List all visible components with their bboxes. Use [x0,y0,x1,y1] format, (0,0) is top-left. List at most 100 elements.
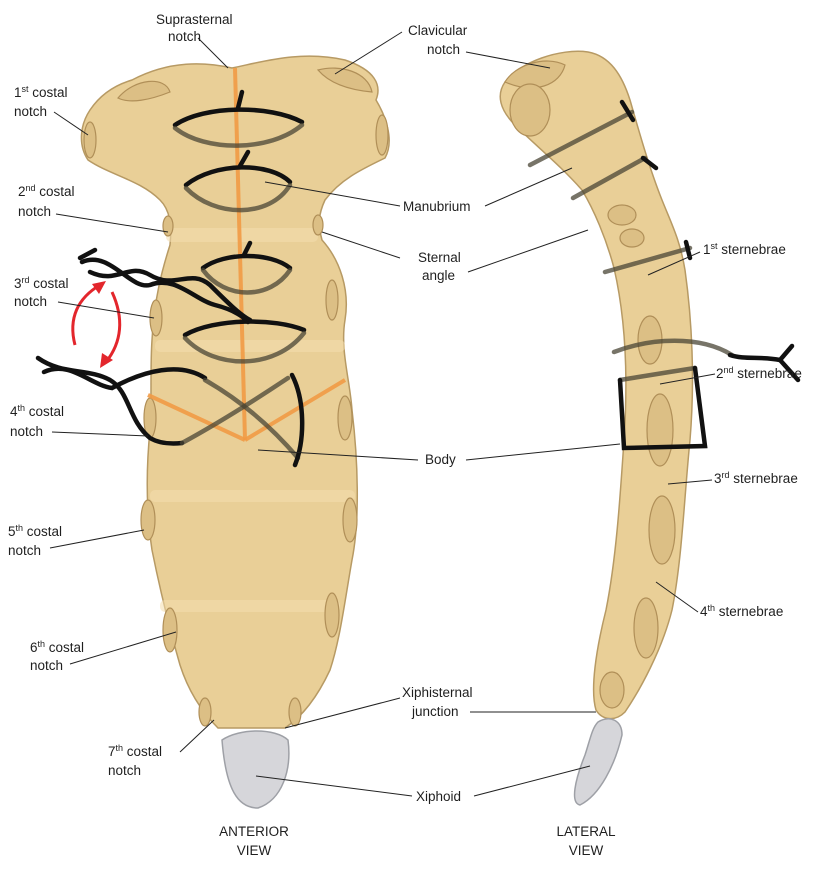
sternebra-band-3 [160,600,340,612]
rotation-arrows [71,281,122,368]
anterior-wires [35,89,307,468]
costal-notch-3-right [325,279,339,321]
lateral-wire-band-2 [570,155,648,201]
lateral-wire-band-2-tip [640,155,659,171]
label-costal4-2: notch [10,424,43,439]
label-xiphisternal: Xiphisternal [402,685,473,700]
label-sternal-angle-2: angle [422,268,455,283]
wire-twisted-upper [79,257,251,325]
lateral-wire-band-1 [527,109,635,168]
label-costal7: 7th costal [108,743,162,759]
red-arrow-up-head [92,281,106,294]
lateral-costal-facet-2 [607,204,637,226]
label-body: Body [425,452,456,467]
view-title-lateral-2: VIEW [569,843,604,858]
leader-xiphisternal-anterior [284,697,401,729]
leader-costal5 [49,529,145,549]
leader-sternal-angle-lateral [467,229,589,273]
leader-sternebrae2 [659,373,716,385]
label-sternebrae3: 3rd sternebrae [714,470,798,486]
lateral-wire-twist-end-a [777,343,795,363]
orange-oblique-left [147,393,246,442]
lateral-wire-band-1-tip [619,99,636,123]
costal-notch-1-right [375,114,389,156]
lateral-wire-box [617,365,708,451]
wire-loop-3-back [200,267,293,295]
lateral-wire-twist-end-b [777,357,801,383]
lateral-costal-facet-1 [509,83,551,137]
label-costal5-2: notch [8,543,41,558]
label-clavicular-2: notch [427,42,460,57]
leader-costal4 [51,431,149,437]
leader-sternebrae1 [647,251,701,276]
label-suprasternal: Suprasternal [156,12,233,27]
sternal-angle-band [166,228,318,242]
costal-notch-5-left [140,499,156,541]
wire-loop-3-front [200,253,293,271]
lateral-wire-band-4 [611,338,735,358]
lateral-costal-facet-7 [633,597,659,659]
costal-notch-7-right [288,697,302,727]
leader-costal2 [55,213,169,233]
clavicular-notch-right [316,67,373,93]
label-sternal-angle: Sternal [418,250,461,265]
costal-notch-6-right [324,592,340,638]
costal-notch-6-left [162,607,178,653]
leader-costal3 [57,301,155,319]
lateral-costal-facet-3 [619,228,645,248]
leader-sternal-angle-anterior [321,231,401,259]
wire-loop-2-twist [237,149,251,169]
label-costal6-2: notch [30,658,63,673]
wire-figure-eight-a [202,377,301,461]
leader-xiphoid-anterior [255,775,413,797]
label-xiphoid: Xiphoid [416,789,461,804]
leader-costal1 [53,111,89,136]
costal-notch-2-left [162,215,174,237]
view-title-lateral: LATERAL [556,824,616,839]
lateral-costal-facet-8 [599,671,625,709]
label-costal2-2: notch [18,204,51,219]
label-costal4: 4th costal [10,403,64,419]
lateral-costal-facet-5 [646,393,674,467]
costal-notch-5-right [342,497,358,543]
red-arrow-down [104,291,122,363]
lateral-sternum-outline [499,50,694,720]
xiphoid-lateral [573,718,623,806]
label-sternebrae4: 4th sternebrae [700,603,783,619]
leader-xiphoid-lateral [473,765,591,797]
wire-loop-2-back [183,182,293,213]
leader-sternebrae3 [667,479,713,485]
costal-notch-4-right [337,395,353,441]
red-arrow-down-head [100,353,113,368]
sternebra-band-2 [150,490,355,502]
wire-loop-4-back [182,330,307,364]
label-xiphisternal-2: junction [411,704,459,719]
leader-clavicular-lateral [465,51,551,69]
xiphoid-anterior [221,730,290,809]
wire-figure-eight-b [179,375,291,446]
leader-clavicular [334,31,403,75]
costal-notch-7-left [198,697,212,727]
wire-figure-eight-arc [289,372,305,468]
clavicular-notch-left [117,80,171,102]
label-sternebrae2: 2nd sternebrae [716,365,802,381]
label-costal3-2: notch [14,294,47,309]
wire-loop-3-twist [241,240,253,258]
labels: Suprasternal notch Clavicular notch 1st … [8,12,802,858]
wire-loop-1-back [172,122,305,148]
leader-costal6 [69,631,177,665]
costal-notch-3-left [149,299,163,337]
label-costal3: 3rd costal [14,275,69,291]
lateral-wire-band-3 [602,245,693,275]
lateral-wire-band-3-tip [683,239,693,261]
leader-body-anterior [257,449,419,461]
view-title-anterior-2: VIEW [237,843,272,858]
wire-twisted-upper-2 [87,268,253,323]
orange-oblique-right [243,378,347,442]
costal-notch-2-right [312,214,324,236]
label-costal2: 2nd costal [18,183,75,199]
wire-twisted-lower-2 [41,366,208,391]
view-title-anterior: ANTERIOR [219,824,289,839]
label-costal5: 5th costal [8,523,62,539]
